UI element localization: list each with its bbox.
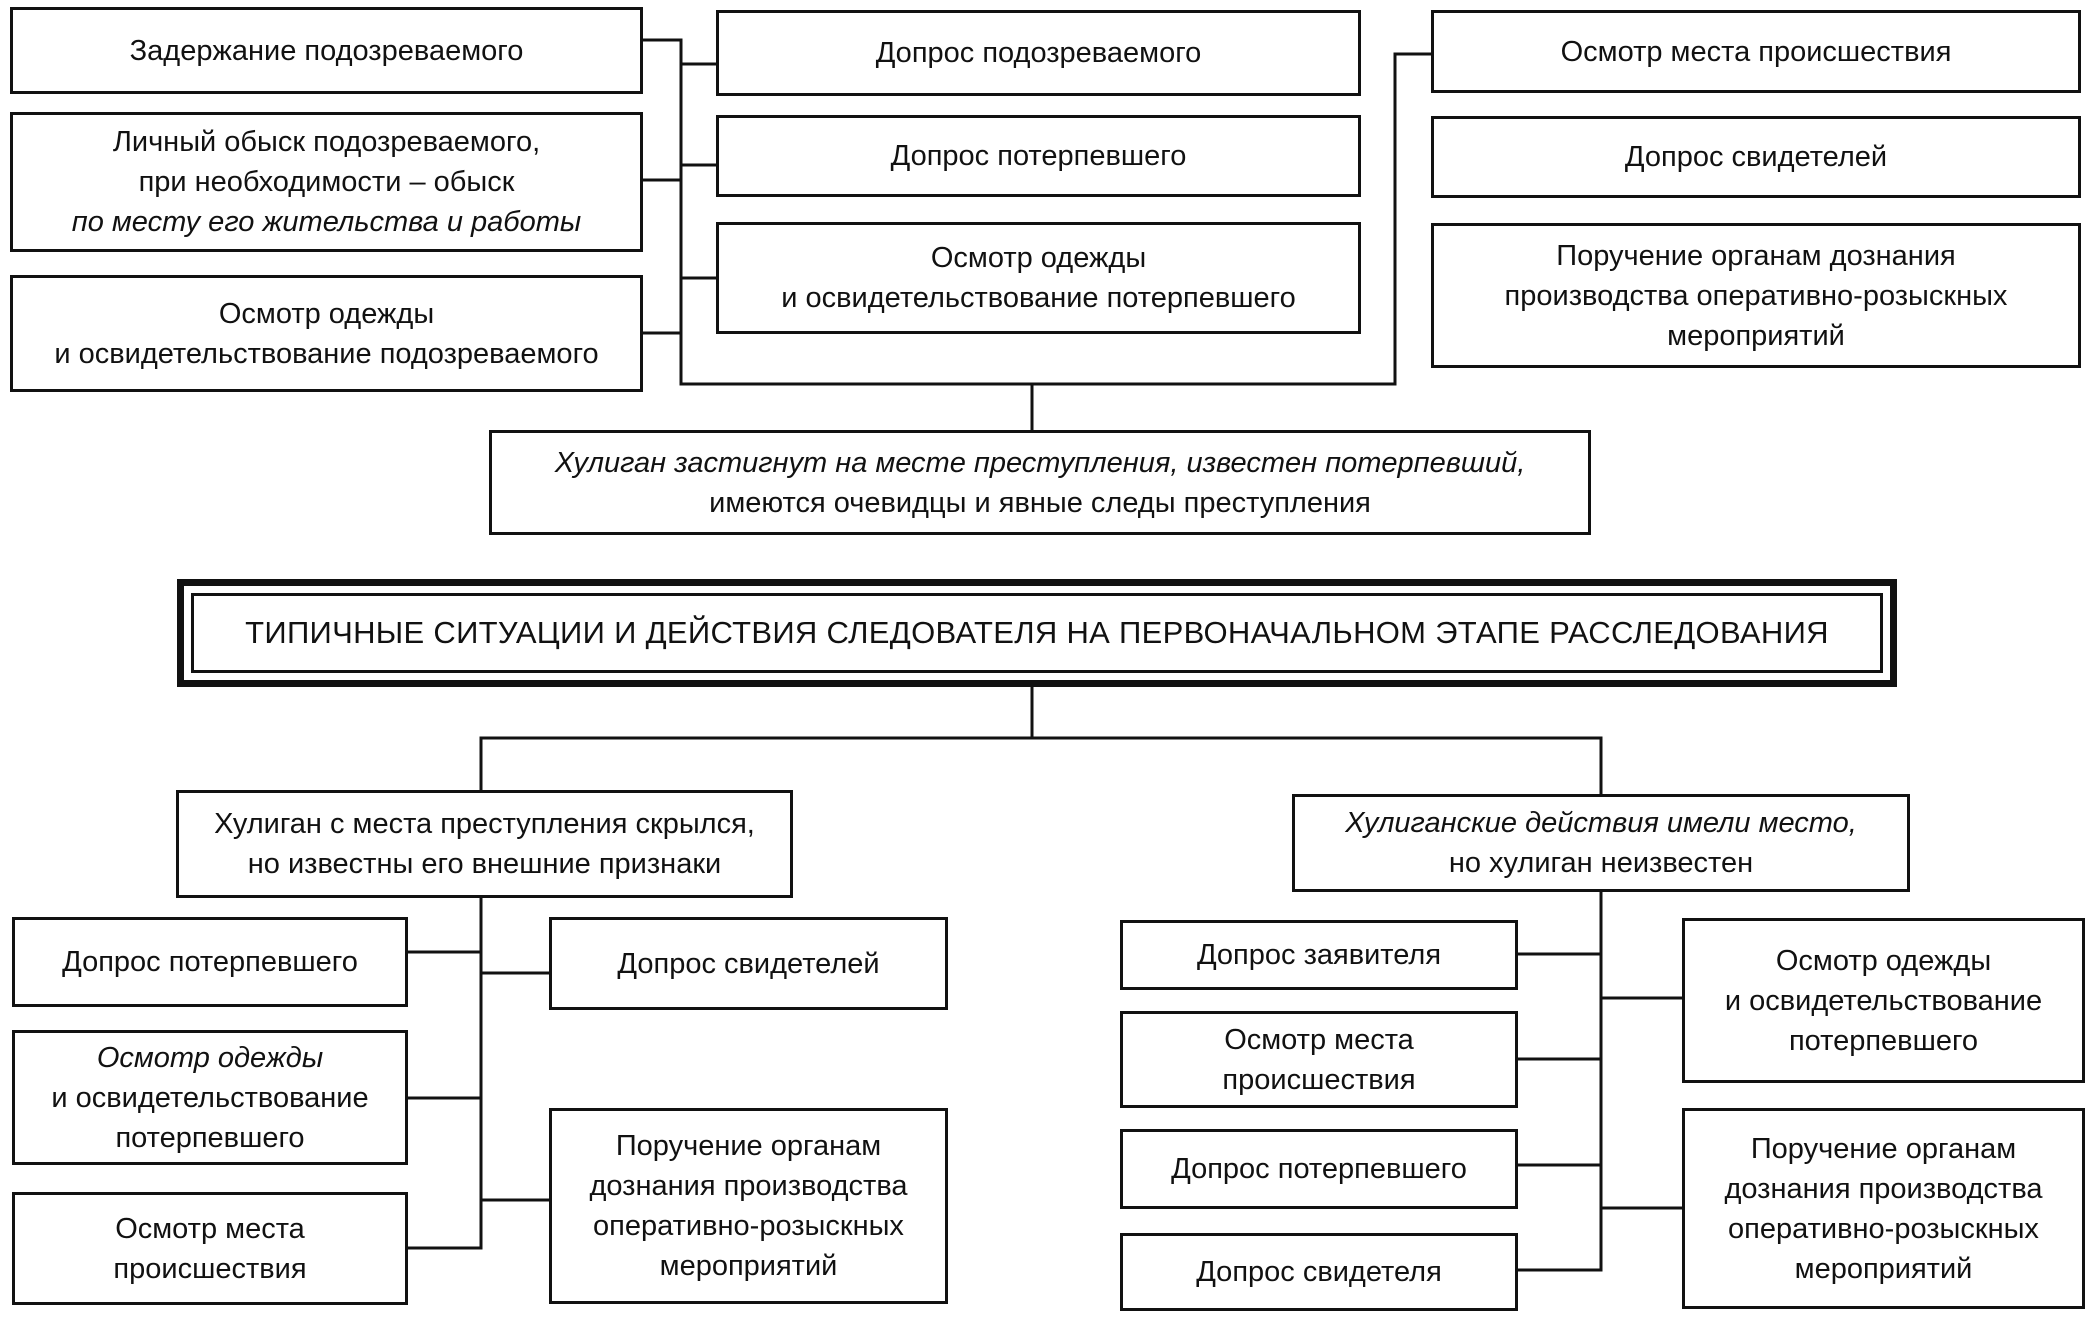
action-text: Допрос потерпевшего [62, 946, 358, 978]
diagram-title: ТИПИЧНЫЕ СИТУАЦИИ И ДЕЙСТВИЯ СЛЕДОВАТЕЛЯ… [191, 593, 1883, 673]
action-box-assign-inquiry: Поручение органам дознания производства … [1431, 223, 2081, 368]
action-box-inspect-scene: Осмотр места происшествия [1431, 10, 2081, 93]
action-text-line: производства оперативно-розыскных [1504, 279, 2008, 312]
situation-text-line: но известны его внешние признаки [247, 848, 722, 880]
action-text-line: Осмотр одежды [1775, 944, 1992, 977]
action-text-line: Осмотр места [115, 1212, 305, 1245]
situation-text-line: Хулиган застигнут на месте преступления,… [554, 446, 1526, 479]
action-text-line: Осмотр одежды [930, 242, 1147, 274]
action-box-personal-search: Личный обыск подозреваемого, при необход… [10, 112, 643, 252]
action-text-line: оперативно-розыскных [593, 1210, 904, 1242]
action-text-line: и освидетельствование [1724, 984, 2043, 1017]
action-box-interrogate-applicant: Допрос заявителя [1120, 920, 1518, 990]
situation-box-offender-unknown: Хулиганские действия имели место, но хул… [1292, 794, 1910, 892]
action-box-detain-suspect: Задержание подозреваемого [10, 7, 643, 94]
action-text: Допрос потерпевшего [890, 140, 1187, 172]
situation-box-fled-known-features: Хулиган с места преступления скрылся, но… [176, 790, 793, 898]
action-box-inspect-scene: Осмотр места происшествия [12, 1192, 408, 1305]
action-text-line: и освидетельствование потерпевшего [781, 282, 1296, 314]
action-text-line: по месту его жительства и работы [71, 206, 582, 238]
action-text-line: Поручение органам дознания [1556, 239, 1956, 272]
action-text: Допрос свидетелей [617, 947, 880, 980]
action-text: Допрос подозреваемого [875, 37, 1202, 69]
action-box-assign-inquiry: Поручение органам дознания производства … [549, 1108, 948, 1304]
action-box-examine-victim: Осмотр одежды и освидетельствование поте… [12, 1030, 408, 1165]
action-box-interrogate-witnesses: Допрос свидетелей [549, 917, 948, 1010]
action-text: Задержание подозреваемого [129, 34, 524, 67]
action-text: Допрос заявителя [1196, 939, 1442, 971]
action-box-inspect-scene: Осмотр места происшествия [1120, 1011, 1518, 1108]
action-text-line: дознания производства [589, 1170, 908, 1202]
action-box-examine-suspect: Осмотр одежды и освидетельствование подо… [10, 275, 643, 392]
action-text-line: потерпевшего [1788, 1024, 1979, 1057]
action-text-line: и освидетельствование [51, 1081, 369, 1114]
action-text-line: Осмотр одежды [218, 297, 435, 330]
action-text-line: мероприятий [1667, 319, 1845, 352]
action-box-interrogate-victim: Допрос потерпевшего [12, 917, 408, 1007]
action-text-line: дознания производства [1724, 1172, 2043, 1205]
diagram-title-frame: ТИПИЧНЫЕ СИТУАЦИИ И ДЕЙСТВИЯ СЛЕДОВАТЕЛЯ… [177, 579, 1897, 687]
action-box-interrogate-suspect: Допрос подозреваемого [716, 10, 1361, 96]
action-box-examine-victim: Осмотр одежды и освидетельствование поте… [716, 222, 1361, 334]
action-text-line: мероприятий [1794, 1252, 1973, 1285]
action-text: Допрос свидетелей [1624, 141, 1888, 173]
action-text-line: Личный обыск подозреваемого, [112, 126, 541, 158]
action-box-interrogate-witness: Допрос свидетеля [1120, 1233, 1518, 1311]
situation-box-caught-at-scene: Хулиган застигнут на месте преступления,… [489, 430, 1591, 535]
situation-text-line: Хулиганские действия имели место, [1345, 807, 1857, 839]
action-box-examine-victim: Осмотр одежды и освидетельствование поте… [1682, 918, 2085, 1083]
action-box-interrogate-victim: Допрос потерпевшего [1120, 1129, 1518, 1209]
action-box-assign-inquiry: Поручение органам дознания производства … [1682, 1108, 2085, 1309]
action-text: Допрос потерпевшего [1171, 1153, 1467, 1185]
action-text-line: Осмотр одежды [96, 1041, 324, 1074]
action-text-line: потерпевшего [115, 1121, 305, 1154]
situation-text-line: но хулиган неизвестен [1448, 847, 1754, 879]
action-text-line: происшествия [1222, 1063, 1416, 1096]
action-text-line: Осмотр места [1224, 1023, 1414, 1056]
situation-text-line: имеются очевидцы и явные следы преступле… [709, 486, 1371, 519]
action-text-line: Поручение органам [615, 1130, 882, 1162]
action-text-line: при необходимости – обыск [138, 166, 515, 198]
action-box-interrogate-victim: Допрос потерпевшего [716, 115, 1361, 197]
action-text-line: мероприятий [659, 1250, 838, 1282]
situation-text-line: Хулиган с места преступления скрылся, [214, 808, 755, 840]
action-text-line: Поручение органам [1750, 1132, 2017, 1165]
action-text-line: происшествия [113, 1252, 307, 1285]
action-text-line: оперативно-розыскных [1728, 1212, 2039, 1245]
action-text: Допрос свидетеля [1196, 1256, 1442, 1288]
action-box-interrogate-witnesses: Допрос свидетелей [1431, 116, 2081, 198]
action-text: Осмотр места происшествия [1560, 35, 1952, 68]
action-text-line: и освидетельствование подозреваемого [54, 337, 599, 370]
